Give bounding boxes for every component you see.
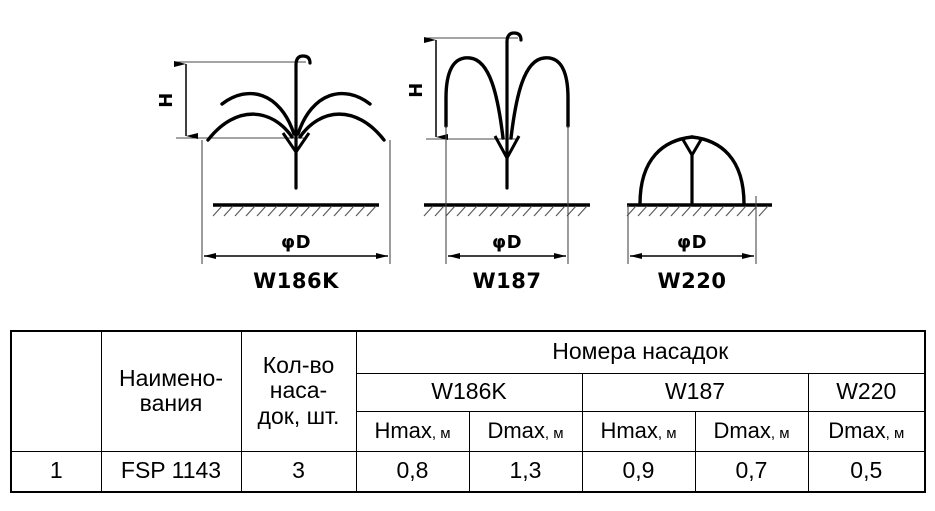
metric-unit-2: , м	[657, 424, 677, 442]
header-cell-name: Наимено- вания	[100, 330, 242, 452]
w220-dome-right	[690, 135, 746, 206]
nozzle-diagrams: H	[156, 31, 772, 293]
metric-unit-4: , м	[885, 424, 905, 442]
header-cell-group-w186k: W186K	[355, 372, 583, 412]
w186k-arc-outer-left	[206, 112, 294, 142]
header-cell-metric-3: Dmax, м	[694, 410, 809, 452]
w186k-arc-inner-left	[220, 91, 296, 136]
specification-table: Наимено- вания Кол-во наса- док, шт. Ном…	[10, 330, 927, 493]
table-header-row-1: Наимено- вания Кол-во наса- док, шт. Ном…	[10, 330, 927, 452]
header-qty-line1: Кол-во	[262, 351, 335, 378]
diagram-w187: H	[406, 31, 590, 293]
diagram-w186k: H	[156, 54, 391, 293]
w220-nozzle-cone	[680, 137, 704, 158]
header-cell-group-w187: W187	[581, 372, 809, 412]
cell-row-name: FSP 1143	[100, 450, 242, 493]
cell-row-value-3: 0,7	[694, 450, 809, 493]
w220-dome-left	[638, 135, 694, 206]
w186k-name-label: W186K	[253, 269, 339, 293]
header-cell-quantity: Кол-во наса- док, шт.	[240, 330, 357, 452]
w186k-arc-inner-right	[296, 91, 372, 136]
cell-row-quantity: 3	[240, 450, 357, 493]
metric-symbol-1: Dmax	[487, 417, 545, 443]
w186k-diameter-label: φD	[281, 232, 311, 253]
metric-unit-1: , м	[544, 424, 564, 442]
w187-nozzle-cone	[493, 135, 521, 162]
header-cell-metric-0: Hmax, м	[355, 410, 470, 452]
table-header-row-2: W186K W187 W220	[11, 372, 927, 412]
w186k-arc-outer-right	[298, 112, 386, 142]
header-name-line1: Наимено-	[118, 364, 223, 391]
metric-symbol-2: Hmax	[600, 417, 658, 443]
specification-table-container: Наимено- вания Кол-во наса- док, шт. Ном…	[10, 330, 927, 493]
metric-symbol-0: Hmax	[374, 417, 432, 443]
table-row: 1 FSP 1143 3 0,8 1,3 0,9 0,7 0,5	[10, 450, 927, 493]
header-cell-group-w220: W220	[807, 372, 927, 412]
w187-diameter-label: φD	[492, 232, 522, 253]
w220-ground-hatching	[626, 205, 769, 217]
cell-row-value-2: 0,9	[581, 450, 696, 493]
w220-name-label: W220	[658, 269, 727, 293]
w187-loop-left	[444, 56, 505, 140]
w187-ground-hatching	[423, 205, 588, 217]
metric-unit-0: , м	[431, 424, 451, 442]
metric-symbol-4: Dmax	[828, 417, 886, 443]
w186k-nozzle-cone	[281, 132, 311, 155]
header-qty-line3: док, шт.	[257, 403, 340, 430]
header-name-line2: вания	[139, 390, 203, 417]
metric-unit-3: , м	[770, 424, 790, 442]
w220-diameter-label: φD	[677, 232, 707, 253]
w187-name-label: W187	[473, 269, 542, 293]
w187-loop-right	[509, 56, 570, 140]
header-cell-metric-4: Dmax, м	[807, 410, 927, 452]
cell-row-number: 1	[10, 450, 102, 493]
header-cell-number	[10, 330, 102, 452]
header-cell-nozzle-numbers: Номера насадок	[355, 330, 927, 374]
header-cell-metric-1: Dmax, м	[468, 410, 583, 452]
cell-row-value-1: 1,3	[468, 450, 583, 493]
nozzle-diagrams-svg: H	[156, 31, 772, 293]
w187-center-jet-hook	[505, 31, 523, 44]
w186k-ground-hatching	[212, 205, 377, 217]
w186k-h-label: H	[156, 92, 177, 108]
header-cell-metric-2: Hmax, м	[581, 410, 696, 452]
w186k-center-jet-hook	[294, 54, 312, 67]
metric-symbol-3: Dmax	[713, 417, 771, 443]
diagram-w220: φD W220	[626, 135, 772, 293]
w187-h-label: H	[406, 82, 427, 98]
cell-row-value-4: 0,5	[807, 450, 927, 493]
cell-row-value-0: 0,8	[355, 450, 470, 493]
header-qty-line2: наса-	[269, 377, 328, 404]
table-header-row-3: Hmax, м Dmax, м Hmax, м Dmax, м Dmax, м	[11, 410, 927, 452]
